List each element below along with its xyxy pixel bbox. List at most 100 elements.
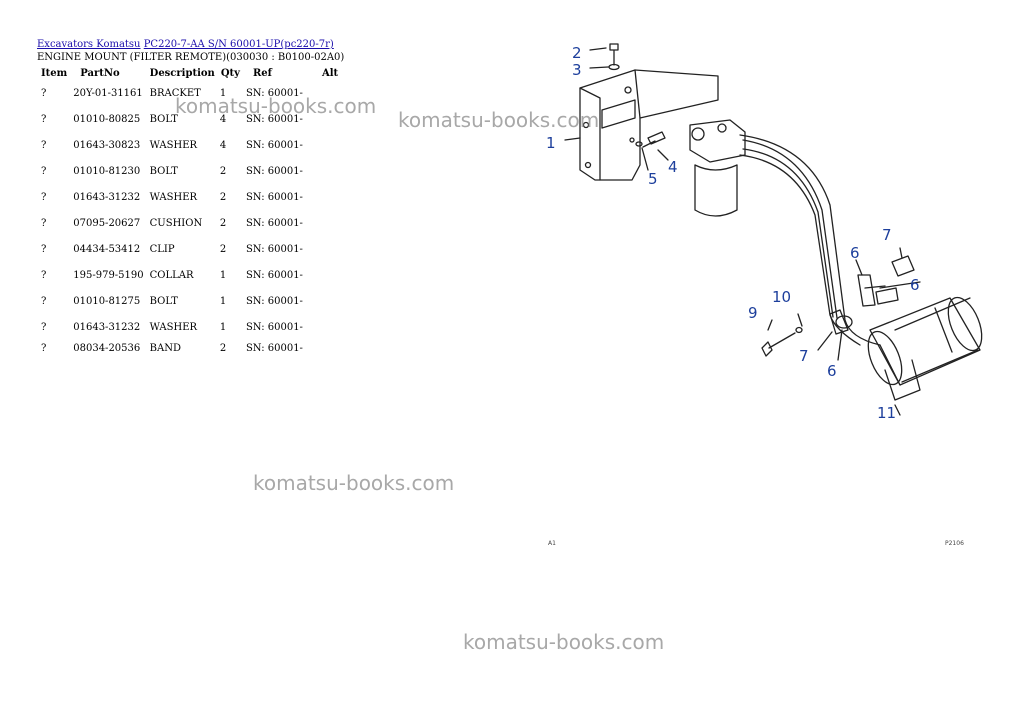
- cell-description: BRACKET: [149, 87, 201, 99]
- callout-6-lower: 6: [827, 362, 837, 380]
- hose-inner: [739, 154, 861, 346]
- cell-item: ?: [41, 217, 47, 229]
- cell-partno: 01010-81230: [73, 165, 141, 177]
- cell-description: WASHER: [149, 191, 198, 203]
- header-qty: Qty: [220, 67, 240, 79]
- cell-ref: SN: 60001-: [245, 342, 303, 354]
- table-row: ? 195-979-5190 COLLAR 1 SN: 60001-: [37, 262, 341, 288]
- table-row: ? 08034-20536 BAND 2 SN: 60001-: [37, 340, 341, 356]
- callout-8: 7: [882, 226, 892, 244]
- cell-alt: [306, 236, 341, 262]
- cell-alt: [306, 132, 341, 158]
- breadcrumb-link-excavators[interactable]: Excavators Komatsu: [37, 39, 141, 50]
- header-ref: Ref: [252, 67, 272, 79]
- mid-bolt-part: [642, 131, 666, 148]
- top-bolt-part: [609, 43, 619, 66]
- cell-item: ?: [41, 191, 47, 203]
- cushion-part: [891, 255, 915, 277]
- callout-3: 3: [572, 61, 582, 79]
- breadcrumb-link-model[interactable]: PC220-7-AA S/N 60001-UP(pc220-7r): [143, 39, 334, 50]
- cell-alt: [306, 314, 341, 340]
- cell-qty: 2: [219, 243, 227, 255]
- callout-2: 2: [572, 44, 582, 62]
- header-item: Item: [41, 67, 68, 79]
- cell-qty: 1: [219, 269, 227, 281]
- callout-1: 1: [546, 134, 556, 152]
- cell-ref: SN: 60001-: [245, 243, 303, 255]
- cell-ref: SN: 60001-: [245, 321, 303, 333]
- cell-partno: 08034-20536: [73, 342, 141, 354]
- table-header-row: Item PartNo Description Qty Ref Alt: [37, 66, 341, 80]
- callout-7-upper: 6: [850, 244, 860, 262]
- cell-partno: 07095-20627: [73, 217, 141, 229]
- filter-head-part: [689, 119, 746, 163]
- cell-qty: 2: [219, 191, 227, 203]
- cell-description: BOLT: [149, 113, 178, 125]
- lower-bolt-part: [761, 332, 796, 357]
- corner-mark-right: P2106: [945, 540, 964, 547]
- callout-11: 11: [877, 404, 896, 422]
- cell-description: CUSHION: [149, 217, 203, 229]
- cell-qty: 2: [219, 165, 227, 177]
- header-partno: PartNo: [80, 67, 120, 79]
- cell-item: ?: [41, 342, 47, 354]
- cell-description: BOLT: [149, 295, 178, 307]
- table-row: ? 04434-53412 CLIP 2 SN: 60001-: [37, 236, 341, 262]
- cell-ref: SN: 60001-: [245, 269, 303, 281]
- cell-partno: 04434-53412: [73, 243, 141, 255]
- cell-description: BOLT: [149, 165, 178, 177]
- cell-item: ?: [41, 87, 47, 99]
- cell-partno: 01010-81275: [73, 295, 141, 307]
- cell-qty: 1: [219, 295, 227, 307]
- callout-10: 10: [772, 288, 791, 306]
- corner-mark-left: A1: [548, 540, 556, 547]
- cell-ref: SN: 60001-: [245, 191, 303, 203]
- cell-item: ?: [41, 139, 47, 151]
- callout-4: 4: [668, 158, 678, 176]
- cell-alt: [306, 184, 341, 210]
- cell-partno: 20Y-01-31161: [73, 87, 143, 99]
- cell-alt: [306, 340, 341, 356]
- upper-collar-part: [875, 287, 899, 305]
- callout-6-upper: 6: [910, 276, 920, 294]
- section-title: ENGINE MOUNT (FILTER REMOTE)(030030 : B0…: [37, 52, 345, 63]
- cell-qty: 1: [219, 87, 227, 99]
- table-row: ? 20Y-01-31161 BRACKET 1 SN: 60001-: [37, 80, 341, 106]
- cell-description: WASHER: [149, 139, 198, 151]
- cell-partno: 01643-30823: [73, 139, 141, 151]
- watermark: komatsu-books.com: [253, 471, 455, 495]
- table-row: ? 01010-81275 BOLT 1 SN: 60001-: [37, 288, 341, 314]
- table-row: ? 01643-30823 WASHER 4 SN: 60001-: [37, 132, 341, 158]
- watermark: komatsu-books.com: [175, 94, 377, 118]
- cell-partno: 01010-80825: [73, 113, 141, 125]
- callout-7-lower: 7: [799, 347, 809, 365]
- cell-ref: SN: 60001-: [245, 295, 303, 307]
- cell-qty: 4: [219, 113, 227, 125]
- cell-description: BAND: [149, 342, 181, 354]
- cell-qty: 2: [219, 217, 227, 229]
- table-row: ? 01643-31232 WASHER 2 SN: 60001-: [37, 184, 341, 210]
- mid-washer-part: [635, 141, 643, 147]
- cell-ref: SN: 60001-: [245, 87, 303, 99]
- cell-item: ?: [41, 243, 47, 255]
- cell-partno: 01643-31232: [73, 191, 141, 203]
- cell-description: WASHER: [149, 321, 198, 333]
- lower-collar-part: [835, 315, 853, 329]
- cell-item: ?: [41, 321, 47, 333]
- cell-partno: 01643-31232: [73, 321, 141, 333]
- cell-item: ?: [41, 113, 47, 125]
- table-row: ? 01010-80825 BOLT 4 SN: 60001-: [37, 106, 341, 132]
- cell-qty: 1: [219, 321, 227, 333]
- cell-alt: [306, 210, 341, 236]
- cell-ref: SN: 60001-: [245, 217, 303, 229]
- cell-description: CLIP: [149, 243, 175, 255]
- table-row: ? 07095-20627 CUSHION 2 SN: 60001-: [37, 210, 341, 236]
- callout-9: 9: [748, 304, 758, 322]
- top-washer-part: [608, 63, 620, 71]
- cell-ref: SN: 60001-: [245, 165, 303, 177]
- table-row: ? 01643-31232 WASHER 1 SN: 60001-: [37, 314, 341, 340]
- band-part: [869, 297, 981, 386]
- upper-clip-part: [857, 274, 876, 307]
- watermark: komatsu-books.com: [398, 108, 600, 132]
- parts-diagram: 2 3 1 4 5 7 6 6 10 9 7 6 11 A1 P2106: [546, 43, 983, 547]
